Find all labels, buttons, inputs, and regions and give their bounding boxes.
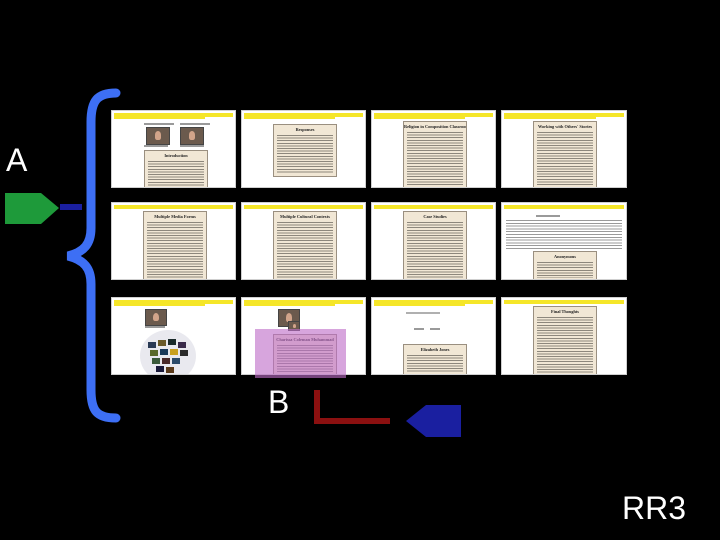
page-header-bar <box>244 304 335 306</box>
page-thumbnail-responses[interactable]: Responses <box>241 110 366 188</box>
collage-tile <box>158 340 166 346</box>
page-header-bar <box>114 304 205 306</box>
caption-line <box>536 215 560 217</box>
content-panel: Responses <box>273 124 337 177</box>
caption-line <box>406 312 440 314</box>
content-panel: Religion in Composition Classroom <box>403 121 467 187</box>
body-text-lines <box>147 222 203 278</box>
content-panel: Working with Others' Stories <box>533 121 597 187</box>
collage-tile <box>162 358 170 364</box>
body-text-lines <box>537 317 593 373</box>
page-header-bar <box>504 117 596 119</box>
page-header-bar <box>244 117 335 119</box>
video-thumbnail <box>145 309 167 326</box>
page-header-bar <box>244 300 363 304</box>
page-header-bar <box>114 117 205 119</box>
page-header-bar <box>504 205 624 209</box>
content-panel: Introduction <box>144 150 208 187</box>
arrow-a-connector <box>60 204 82 210</box>
caption-line <box>180 123 210 125</box>
video-thumbnail <box>180 127 204 145</box>
caption-line <box>144 123 174 125</box>
body-text-lines <box>277 135 333 174</box>
page-thumbnail-religion[interactable]: Religion in Composition Classroom <box>371 110 496 188</box>
page-header-bar <box>374 113 493 117</box>
page-header-bar <box>374 300 493 304</box>
collage-tile <box>168 339 176 345</box>
content-panel: Case Studies <box>403 211 467 279</box>
page-title: Multiple Cultural Contexts <box>280 214 330 219</box>
caption-line <box>414 328 424 330</box>
arrow-right-icon <box>5 193 59 224</box>
slide-id: RR3 <box>622 490 687 526</box>
page-thumbnail-multiple-cultural[interactable]: Multiple Cultural Contexts <box>241 202 366 280</box>
label-a: A <box>6 142 28 178</box>
page-title: Responses <box>295 127 315 132</box>
curly-brace-icon <box>66 88 121 423</box>
page-thumbnail-case-studies[interactable]: Case Studies <box>371 202 496 280</box>
page-header-bar <box>244 113 363 117</box>
caption-line <box>145 326 165 328</box>
video-thumbnail <box>146 127 170 145</box>
collage-tile <box>180 350 188 356</box>
body-text-lines <box>506 220 622 250</box>
page-header-bar <box>374 205 493 209</box>
body-text-lines <box>407 132 463 186</box>
page-header-bar <box>114 113 233 117</box>
content-panel: Multiple Cultural Contexts <box>273 211 337 279</box>
label-b: B <box>268 384 290 420</box>
page-title: Working with Others' Stories <box>537 124 593 129</box>
b-connector-line <box>314 390 390 424</box>
page-title: Introduction <box>164 153 188 158</box>
arrow-left-icon <box>406 405 461 437</box>
collage-tile <box>170 349 178 355</box>
caption-line <box>180 145 204 147</box>
page-header-bar <box>504 300 624 304</box>
collage-tile <box>152 358 160 364</box>
body-text-lines <box>407 355 463 373</box>
body-text-lines <box>277 222 333 278</box>
body-text-lines <box>537 132 593 186</box>
page-title: Anonymous <box>554 254 576 259</box>
caption-line <box>144 145 168 147</box>
page-title: Religion in Composition Classroom <box>404 124 467 129</box>
body-text-lines <box>407 222 463 278</box>
page-title: Final Thoughts <box>551 309 579 314</box>
image-collage <box>140 330 196 374</box>
page-header-bar <box>114 205 233 209</box>
page-thumbnail-elizabeth[interactable]: Elizabeth Jones <box>371 297 496 375</box>
collage-tile <box>166 367 174 373</box>
page-title: Multiple Media Forms <box>154 214 196 219</box>
page-thumbnail-final-thoughts[interactable]: Final Thoughts <box>501 297 627 375</box>
content-panel: Anonymous <box>533 251 597 279</box>
page-header-bar <box>374 117 465 119</box>
page-thumbnail-working-with-others[interactable]: Working with Others' Stories <box>501 110 627 188</box>
caption-line <box>430 328 440 330</box>
page-thumbnail-multiple-media[interactable]: Multiple Media Forms <box>111 202 236 280</box>
page-header-bar <box>374 304 465 306</box>
collage-tile <box>148 342 156 348</box>
page-thumbnail-introduction[interactable]: Introduction <box>111 110 236 188</box>
body-text-lines <box>537 262 593 278</box>
page-thumbnail-collage[interactable] <box>111 297 236 375</box>
content-panel: Elizabeth Jones <box>403 344 467 374</box>
content-panel: Final Thoughts <box>533 306 597 374</box>
page-thumbnail-anonymous[interactable]: Anonymous <box>501 202 627 280</box>
page-title: Elizabeth Jones <box>420 347 450 352</box>
collage-tile <box>172 358 180 364</box>
page-header-bar <box>244 205 363 209</box>
body-text-lines <box>148 161 204 186</box>
collage-tile <box>150 350 158 356</box>
b-highlight-overlay <box>255 329 346 378</box>
page-header-bar <box>114 300 233 304</box>
page-title: Case Studies <box>423 214 447 219</box>
collage-tile <box>156 366 164 372</box>
content-panel: Multiple Media Forms <box>143 211 207 279</box>
page-header-bar <box>504 113 624 117</box>
collage-tile <box>160 349 168 355</box>
collage-tile <box>178 342 186 348</box>
